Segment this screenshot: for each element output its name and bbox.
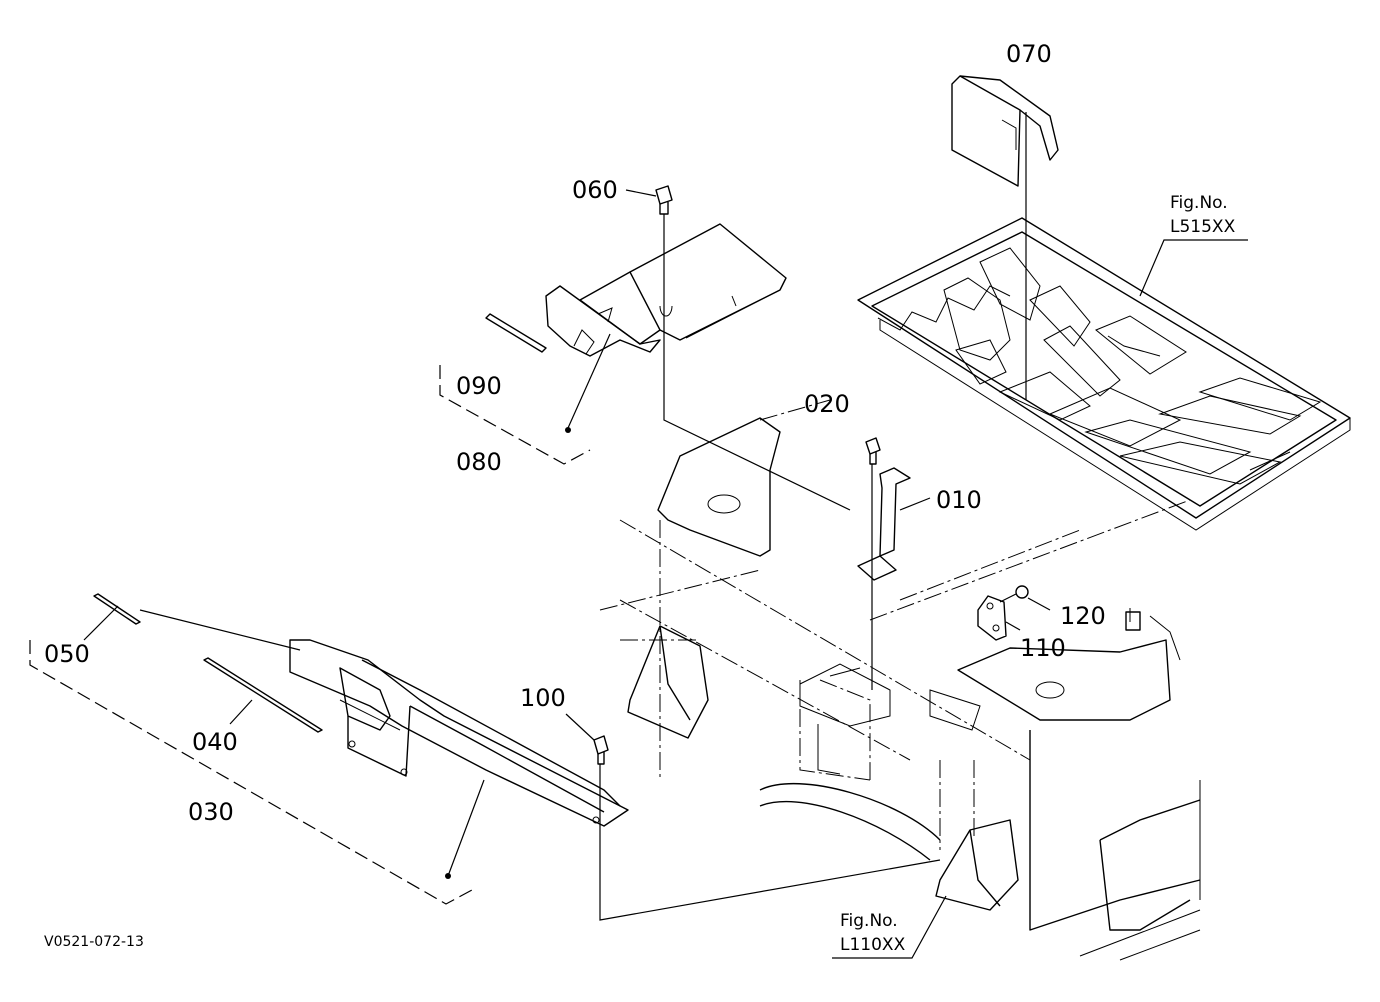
label-110[interactable]: 110 — [1020, 634, 1066, 662]
label-050[interactable]: 050 — [44, 640, 90, 668]
label-030[interactable]: 030 — [188, 798, 234, 826]
part-labels: 070 060 090 080 020 010 120 110 050 100 … — [44, 40, 1106, 826]
floor-mat-drawing — [857, 217, 1351, 531]
ref-body-line2: L110XX — [840, 935, 906, 955]
bracket-080-group-line — [439, 365, 591, 465]
body-drawing — [599, 399, 1201, 961]
label-080[interactable]: 080 — [456, 448, 502, 476]
part-070-drawing — [951, 75, 1059, 400]
plate-110-drawing — [977, 585, 1141, 641]
label-120[interactable]: 120 — [1060, 602, 1106, 630]
label-100[interactable]: 100 — [520, 684, 566, 712]
diagram-code: V0521-072-13 — [44, 934, 144, 950]
label-020[interactable]: 020 — [804, 390, 850, 418]
label-090[interactable]: 090 — [456, 372, 502, 400]
bracket-010-drawing — [799, 437, 931, 727]
label-010[interactable]: 010 — [936, 486, 982, 514]
ref-floor-callout[interactable]: Fig.No. L515XX — [1139, 193, 1248, 297]
cover-030-group-line — [29, 640, 473, 905]
label-060[interactable]: 060 — [572, 176, 618, 204]
ref-body-callout[interactable]: Fig.No. L110XX — [832, 895, 947, 959]
cover-030-drawing — [83, 593, 941, 921]
ref-body-line1: Fig.No. — [840, 911, 898, 931]
label-070[interactable]: 070 — [1006, 40, 1052, 68]
ref-floor-line2: L515XX — [1170, 217, 1236, 237]
label-040[interactable]: 040 — [192, 728, 238, 756]
ref-floor-line1: Fig.No. — [1170, 193, 1228, 213]
bracket-080-drawing — [485, 185, 851, 511]
